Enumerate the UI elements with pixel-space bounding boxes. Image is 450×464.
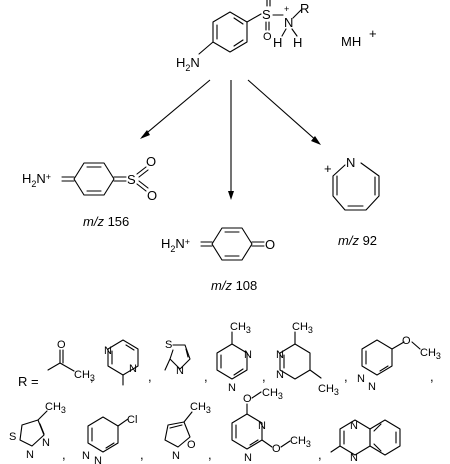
thiazole-group: S N xyxy=(164,339,191,377)
svg-text:N: N xyxy=(104,345,112,357)
methoxypyridazine-group: N N O CH3 xyxy=(357,335,441,393)
r-group-atom: R xyxy=(300,1,309,16)
parent-molecule: H2N S O O + N R H H MH + xyxy=(176,0,377,73)
ion-label: MH xyxy=(341,34,361,49)
sulfur-156: S xyxy=(127,172,136,187)
isoxazole-group: O N CH3 xyxy=(164,401,211,462)
chlorine-label: Cl xyxy=(127,414,137,426)
svg-text:,: , xyxy=(204,369,208,384)
svg-text:S: S xyxy=(165,339,172,351)
svg-text:,: , xyxy=(430,369,434,384)
azepine-ring xyxy=(332,162,380,211)
nitrogen-atom: N xyxy=(284,15,293,30)
mz-156-label: m/z 156 xyxy=(83,214,129,229)
fragmentation-arrows xyxy=(140,79,321,200)
svg-text:,: , xyxy=(318,447,322,462)
dimethoxypyrimidine-group: N N O CH3 O CH3 xyxy=(231,387,311,464)
svg-text:N: N xyxy=(176,365,184,377)
svg-text:N: N xyxy=(26,449,34,461)
arrow-right xyxy=(247,79,319,143)
svg-text:CH3: CH3 xyxy=(420,347,441,361)
r-group-row-2: S N N CH3 , N N Cl , O N CH3 , xyxy=(9,387,401,464)
iminium-label-156: H2N+ xyxy=(22,171,51,189)
parent-benzene-ring xyxy=(212,11,248,53)
quinoxaline-group: N N xyxy=(330,419,401,464)
svg-text:CH3: CH3 xyxy=(290,435,311,449)
svg-text:,: , xyxy=(90,369,94,384)
svg-text:CH3: CH3 xyxy=(262,387,283,401)
svg-text:N: N xyxy=(350,452,358,464)
svg-text:,: , xyxy=(208,447,212,462)
svg-text:N: N xyxy=(42,437,50,449)
svg-text:O: O xyxy=(272,443,281,455)
hydrogen-atom-2: H xyxy=(293,35,302,50)
svg-text:N: N xyxy=(94,455,102,464)
methylpyrimidine-group: N N CH3 xyxy=(216,321,252,394)
ion-charge: + xyxy=(369,26,377,41)
svg-text:,: , xyxy=(62,447,66,462)
svg-text:N: N xyxy=(258,420,266,432)
svg-text:CH3: CH3 xyxy=(74,369,95,383)
svg-text:O: O xyxy=(243,393,252,405)
svg-text:N: N xyxy=(244,349,252,361)
svg-text:,: , xyxy=(148,369,152,384)
r-group-row-1: R = O CH3 , N N , S N xyxy=(18,321,441,397)
svg-text:O: O xyxy=(57,339,66,351)
sulfonyl-oxygen: O xyxy=(263,31,272,43)
fragment-108: H2N+ O m/z 108 xyxy=(161,227,275,293)
svg-text:N: N xyxy=(276,369,284,381)
acetyl-group: O CH3 xyxy=(47,339,95,383)
svg-text:CH3: CH3 xyxy=(230,321,251,335)
svg-text:CH3: CH3 xyxy=(318,383,339,397)
hydrogen-atom-1: H xyxy=(273,35,282,50)
svg-text:O: O xyxy=(147,188,157,203)
mz-92-label: m/z 92 xyxy=(338,233,377,248)
pyrimidine-group: N N xyxy=(104,339,139,386)
svg-text:N: N xyxy=(350,420,358,432)
quinoid-ring-156 xyxy=(73,162,115,196)
svg-text:N: N xyxy=(172,450,180,462)
svg-text:O: O xyxy=(146,154,156,169)
parent-amine-label: H2N xyxy=(176,55,200,73)
svg-text:N: N xyxy=(368,381,376,393)
svg-text:N: N xyxy=(276,349,284,361)
arrow-left xyxy=(141,79,211,138)
svg-text:N: N xyxy=(244,452,252,464)
r-equals-label: R = xyxy=(18,374,39,389)
svg-text:CH3: CH3 xyxy=(45,401,66,415)
nitrogen-charge: + xyxy=(284,4,289,14)
svg-text:CH3: CH3 xyxy=(292,321,313,335)
mz-108-label: m/z 108 xyxy=(211,278,257,293)
svg-text:O: O xyxy=(187,439,196,451)
carbonyl-oxygen-108: O xyxy=(265,237,275,252)
azepine-charge: + xyxy=(324,161,332,176)
svg-text:N: N xyxy=(228,382,236,394)
iminium-label-108: H2N+ xyxy=(161,236,190,254)
thiadiazole-group: S N N CH3 xyxy=(9,401,66,461)
svg-text:N: N xyxy=(357,373,365,385)
azepine-nitrogen: N xyxy=(346,155,355,170)
svg-text:N: N xyxy=(129,363,137,375)
dimethylpyrimidine-group: N N CH3 CH3 xyxy=(276,321,339,397)
svg-text:O: O xyxy=(262,0,271,2)
quinoid-ring-108 xyxy=(211,227,253,261)
chloropyridazine-group: N N Cl xyxy=(82,414,137,464)
fragment-92: + N m/z 92 xyxy=(324,155,380,248)
svg-text:,: , xyxy=(344,369,348,384)
svg-text:CH3: CH3 xyxy=(190,401,211,415)
svg-text:,: , xyxy=(262,369,266,384)
svg-text:,: , xyxy=(140,447,144,462)
svg-text:N: N xyxy=(82,450,90,462)
sulfur-atom: S xyxy=(262,7,271,22)
fragment-156: H2N+ S O O m/z 156 xyxy=(22,154,157,229)
svg-text:O: O xyxy=(402,335,411,347)
svg-text:S: S xyxy=(9,431,16,443)
